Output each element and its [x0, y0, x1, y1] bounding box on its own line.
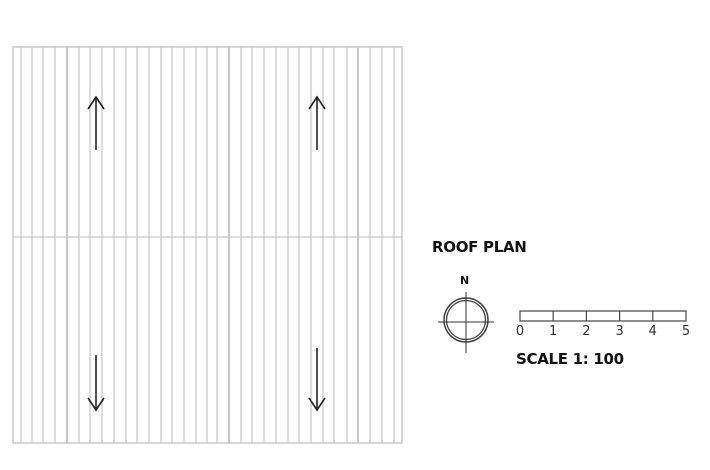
scale-tick-label: 5 — [681, 324, 691, 339]
slope-arrow-down-head — [308, 397, 326, 412]
scale-tick-label: 0 — [515, 324, 525, 339]
north-label: N — [460, 274, 470, 287]
scale-bar — [519, 310, 687, 322]
scale-label: SCALE 1: 100 — [516, 350, 624, 368]
slope-arrow-up-head — [308, 95, 326, 110]
scale-tick-label: 4 — [648, 324, 657, 339]
slope-arrow-up-head — [87, 95, 105, 110]
slope-arrow-down-head — [87, 397, 105, 412]
scale-tick-label: 1 — [549, 324, 558, 339]
drawing-title: ROOF PLAN — [432, 238, 527, 256]
scale-tick-label: 2 — [582, 324, 591, 339]
scale-tick-label: 3 — [615, 324, 624, 339]
